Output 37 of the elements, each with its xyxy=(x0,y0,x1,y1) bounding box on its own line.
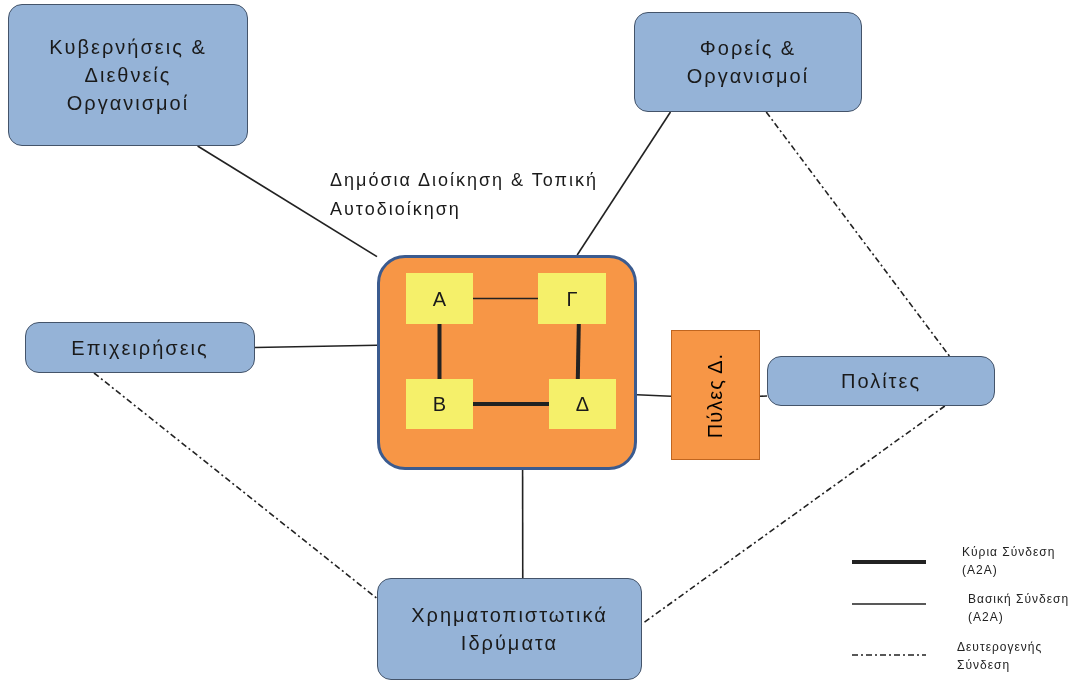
node-label: Κυβερνήσεις & Διεθνείς Οργανισμοί xyxy=(48,35,208,116)
basic-connection-line xyxy=(636,393,672,398)
legend-text: Δευτερογενής Σύνδεση xyxy=(957,639,1044,674)
secondary-connection-line xyxy=(93,372,378,600)
basic-connection-line xyxy=(759,395,768,398)
legend-text: Βασική Σύνδεση (A2A) xyxy=(968,591,1071,626)
node-label: Φορείς & Οργανισμοί xyxy=(685,36,811,89)
node-label: Γ xyxy=(566,286,578,312)
node-label: Πύλες Δ. xyxy=(704,352,727,438)
secondary-connection-line xyxy=(765,111,951,357)
square-box xyxy=(406,379,473,429)
rounded-box xyxy=(25,322,255,373)
basic-connection-line xyxy=(196,145,378,258)
basic-connection-line xyxy=(521,469,524,579)
gate-box xyxy=(671,330,760,460)
square-box xyxy=(538,273,606,324)
square-box xyxy=(406,273,473,324)
node-label: Πολίτες xyxy=(840,369,922,394)
basic-connection-line xyxy=(254,344,378,349)
main-connection-line xyxy=(473,402,549,406)
square-box xyxy=(549,379,616,429)
main-connection-line xyxy=(437,324,442,379)
legend-text: Κύρια Σύνδεση (A2A) xyxy=(962,544,1057,579)
rounded-box xyxy=(767,356,995,406)
basic-connection-line xyxy=(472,297,539,300)
rounded-box xyxy=(377,578,642,680)
node-label: Χρηματοπιστωτικά Ιδρύματα xyxy=(410,603,609,656)
node-label: Α xyxy=(432,286,447,312)
basic-connection-line xyxy=(576,111,672,256)
rounded-box xyxy=(8,4,248,146)
node-label: Β xyxy=(432,392,447,417)
node-label: Επιχειρήσεις xyxy=(71,335,209,361)
rounded-box xyxy=(634,12,862,112)
main-connection-line xyxy=(575,323,581,380)
secondary-connection-line xyxy=(641,405,946,625)
node-label: Δ xyxy=(575,392,590,417)
group-heading: Δημόσια Διοίκηση & Τοπική Αυτοδιοίκηση xyxy=(330,169,599,221)
